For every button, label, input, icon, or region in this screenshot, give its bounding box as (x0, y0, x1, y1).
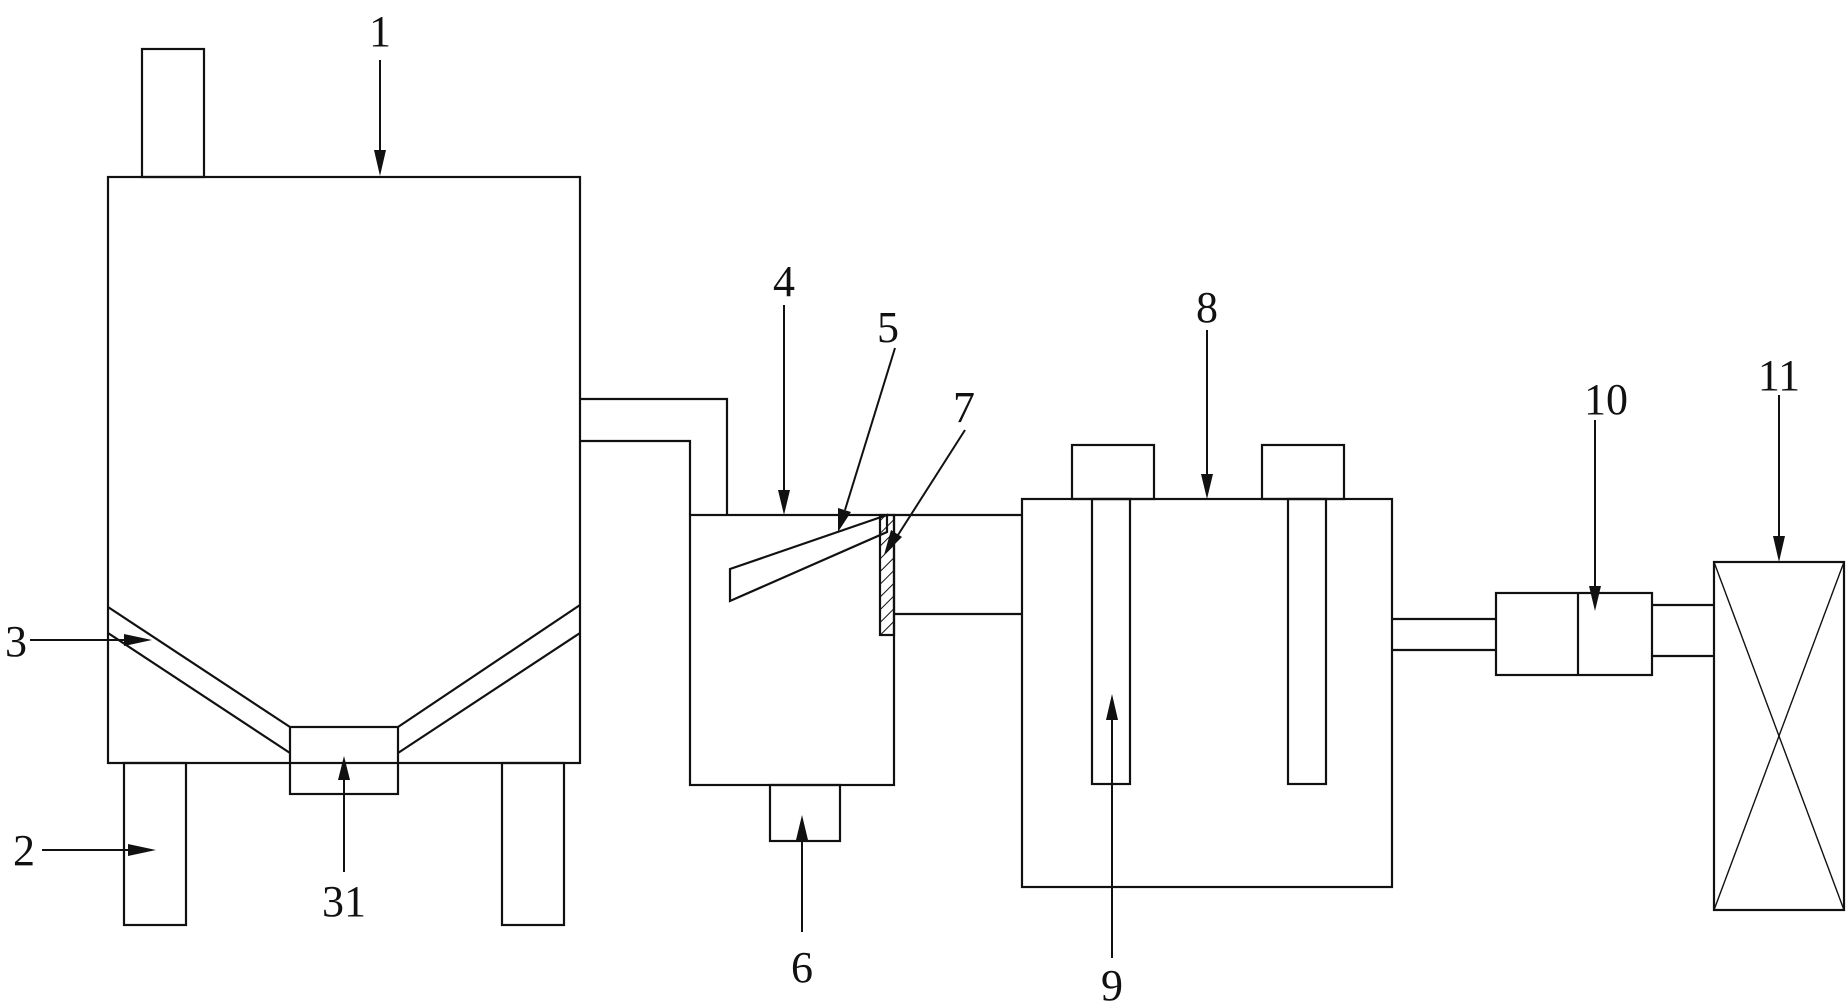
pipe-outer-wall (580, 397, 729, 515)
label-3: 3 (5, 617, 27, 666)
arrow-head-5 (838, 508, 851, 532)
funnel-right-outer (397, 604, 581, 728)
funnel-left-inner (107, 632, 291, 754)
inline-unit-body (1494, 591, 1654, 677)
arrow-head-8 (1201, 474, 1213, 499)
pipe-unit-to-filter (1652, 603, 1714, 658)
main-tank-leg-right (500, 761, 566, 927)
main-tank-leg-left (122, 761, 188, 927)
funnel-right-inner (397, 632, 581, 754)
arrow-head-6 (796, 815, 808, 840)
reactor-body (1020, 497, 1394, 889)
arrow-head-9 (1106, 694, 1118, 720)
label-31: 31 (322, 877, 366, 926)
arrow-head-3 (124, 634, 152, 646)
main-tank-body (106, 175, 582, 765)
crossed-box-diagonal-b (1713, 561, 1845, 911)
pipe-reactor-to-unit (1392, 617, 1496, 652)
crossed-box-unit (1712, 560, 1846, 912)
label-5: 5 (877, 303, 899, 352)
label-1: 1 (369, 7, 391, 56)
reactor-top-cap-right (1260, 443, 1346, 501)
arrow-head-2 (128, 844, 156, 856)
pipe-tank-to-separator (580, 397, 729, 515)
arrow-head-7 (884, 530, 902, 555)
leaders (30, 60, 1785, 958)
arrow-head-31 (338, 756, 350, 780)
label-9: 9 (1101, 961, 1123, 1007)
main-tank-top-inlet (140, 47, 206, 179)
label-10: 10 (1584, 375, 1628, 424)
arrow-head-1 (374, 150, 386, 176)
label-4: 4 (773, 257, 795, 306)
reference-labels: 1 2 3 31 4 5 7 6 8 9 10 11 (5, 7, 1800, 1007)
pipe-inner-wall (580, 439, 692, 515)
leader-7 (897, 429, 966, 536)
arrow-head-10 (1589, 586, 1601, 611)
inclined-baffle (728, 513, 889, 603)
label-6: 6 (791, 943, 813, 992)
arrow-head-11 (1773, 536, 1785, 562)
label-11: 11 (1758, 351, 1800, 400)
funnel-left-outer (107, 606, 291, 728)
label-8: 8 (1196, 283, 1218, 332)
arrow-head-4 (778, 490, 790, 515)
reactor-top-cap-left (1070, 443, 1156, 501)
reactor-plate-right (1286, 497, 1328, 786)
inline-unit (1494, 591, 1654, 677)
separator-bottom-outlet (768, 783, 842, 843)
reactor (1020, 443, 1394, 889)
separator (688, 513, 896, 843)
pipe-separator-to-reactor (894, 513, 1022, 616)
leader-5 (844, 347, 896, 511)
separator-body (688, 513, 896, 787)
label-7: 7 (953, 383, 975, 432)
label-2: 2 (13, 826, 35, 875)
